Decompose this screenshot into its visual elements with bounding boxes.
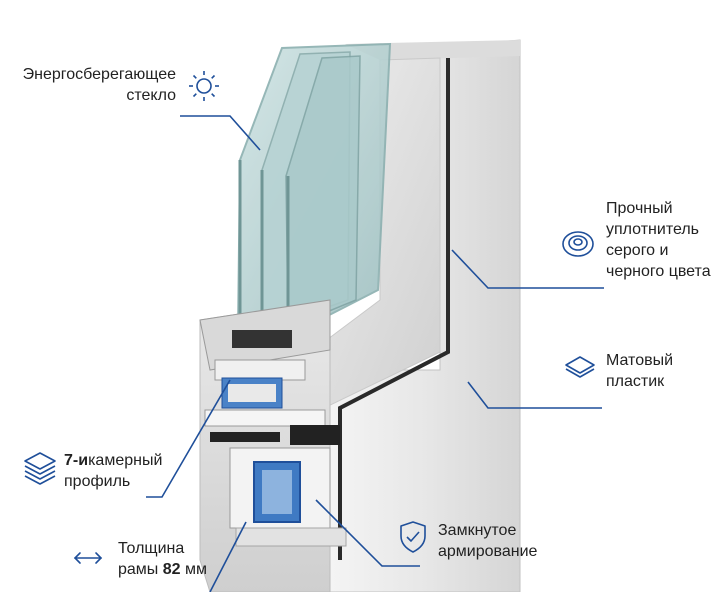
- seal-label: Прочный уплотнитель серого и черного цве…: [606, 200, 711, 280]
- plastic-connector: [467, 381, 602, 409]
- frame-connector: [209, 521, 247, 592]
- profile-label: 7-икамерный профиль: [64, 452, 163, 490]
- layers-icon: [565, 356, 595, 378]
- glass-label: Энергосберегающее стекло: [22, 66, 176, 104]
- profile-cross-section: [199, 299, 347, 547]
- sun-icon: [189, 71, 219, 101]
- double-arrow-icon: [73, 552, 103, 564]
- seal-connector: [451, 249, 604, 289]
- plastic-label: Матовый пластик: [606, 352, 674, 390]
- reinforcement-connector: [315, 499, 420, 567]
- glass-connector: [180, 115, 261, 151]
- stack-layers-icon: [24, 452, 56, 485]
- seal-ring-icon: [562, 231, 594, 257]
- profile-connector: [146, 379, 231, 498]
- frame-label: Толщина рамы 82 мм: [118, 540, 207, 578]
- reinforcement-label: Замкнутое армирование: [438, 522, 538, 560]
- shield-check-icon: [400, 521, 426, 553]
